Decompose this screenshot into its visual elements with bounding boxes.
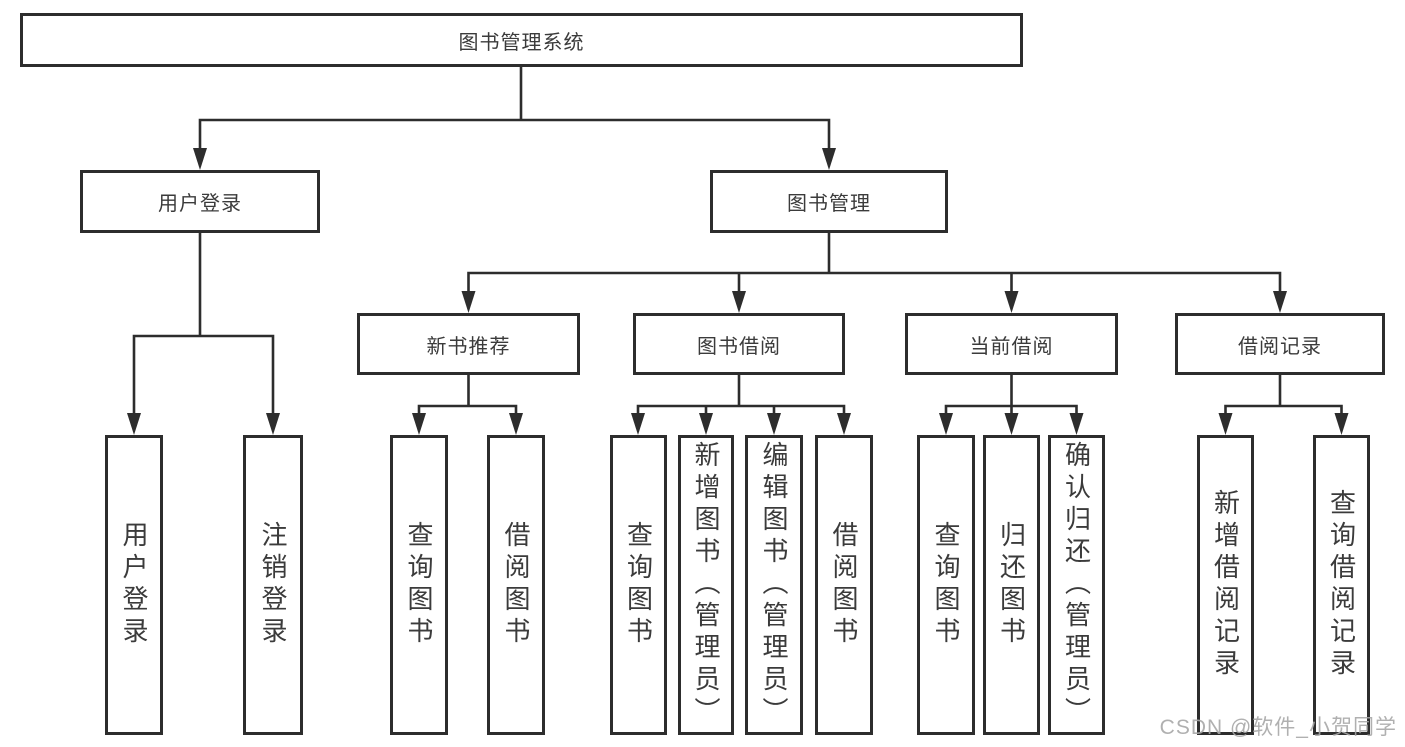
node-label: 新增借阅记录 [1210, 489, 1241, 681]
node-label: 图书管理 [787, 193, 871, 215]
arrow-down-icon [1004, 291, 1019, 313]
node-label: 查询图书 [931, 521, 961, 649]
arrowheads [127, 148, 1349, 435]
node-label: 新增图书（管理员） [691, 441, 721, 729]
arrow-down-icon [1069, 413, 1084, 435]
node-label: 借阅记录 [1238, 335, 1322, 358]
arrow-down-icon [509, 413, 523, 435]
node-label: 图书管理系统 [458, 31, 585, 54]
arrow-down-icon [822, 148, 836, 170]
node-label: 用户登录 [158, 193, 242, 215]
leaf-add-books-admin: 新增图书（管理员） [678, 435, 734, 735]
node-label: 归还图书 [996, 521, 1027, 649]
connector-paths [132, 65, 1343, 419]
leaf-logout: 注销登录 [243, 435, 303, 735]
arrow-down-icon [767, 413, 781, 435]
node-label: 确认归还（管理员） [1061, 441, 1092, 729]
node-label: 查询借阅记录 [1326, 489, 1357, 681]
leaf-query-books-current: 查询图书 [917, 435, 975, 735]
node-library-management-system: 图书管理系统 [20, 13, 1023, 67]
arrow-down-icon [939, 413, 953, 435]
node-label: 查询图书 [404, 521, 434, 649]
leaf-query-books-recommend: 查询图书 [390, 435, 448, 735]
leaf-query-borrow-record: 查询借阅记录 [1313, 435, 1370, 735]
leaf-query-books-borrowing: 查询图书 [610, 435, 667, 735]
arrow-down-icon [631, 413, 645, 435]
node-user-login: 用户登录 [80, 170, 320, 233]
arrow-down-icon [1004, 413, 1019, 435]
arrow-down-icon [1218, 413, 1233, 435]
node-label: 图书借阅 [697, 335, 781, 358]
leaf-borrow-books: 借阅图书 [815, 435, 873, 735]
arrow-down-icon [1273, 291, 1287, 313]
node-label: 借阅图书 [829, 521, 859, 649]
arrow-down-icon [461, 291, 476, 313]
node-current-borrowing: 当前借阅 [905, 313, 1118, 375]
csdn-watermark: CSDN @软件_小贺同学 [1159, 716, 1397, 739]
node-new-book-recommendation: 新书推荐 [357, 313, 580, 375]
node-label: 用户登录 [119, 521, 149, 649]
leaf-confirm-return-admin: 确认归还（管理员） [1048, 435, 1105, 735]
node-book-borrowing: 图书借阅 [633, 313, 845, 375]
arrow-down-icon [193, 148, 207, 170]
leaf-borrow-books-recommend: 借阅图书 [487, 435, 545, 735]
node-label: 查询图书 [623, 521, 654, 649]
node-label: 新书推荐 [426, 335, 511, 358]
arrow-down-icon [699, 413, 713, 435]
leaf-user-login: 用户登录 [105, 435, 163, 735]
leaf-return-books: 归还图书 [983, 435, 1040, 735]
leaf-add-borrow-record: 新增借阅记录 [1197, 435, 1254, 735]
arrow-down-icon [127, 413, 141, 435]
node-label: 当前借阅 [969, 335, 1054, 358]
node-label: 编辑图书（管理员） [759, 441, 789, 729]
arrow-down-icon [732, 291, 746, 313]
leaf-edit-books-admin: 编辑图书（管理员） [745, 435, 803, 735]
arrow-down-icon [266, 413, 280, 435]
node-book-management: 图书管理 [710, 170, 948, 233]
arrow-down-icon [837, 413, 851, 435]
arrow-down-icon [412, 413, 426, 435]
node-label: 注销登录 [258, 521, 288, 649]
node-label: 借阅图书 [501, 521, 531, 649]
arrow-down-icon [1334, 413, 1349, 435]
node-borrowing-records: 借阅记录 [1175, 313, 1385, 375]
